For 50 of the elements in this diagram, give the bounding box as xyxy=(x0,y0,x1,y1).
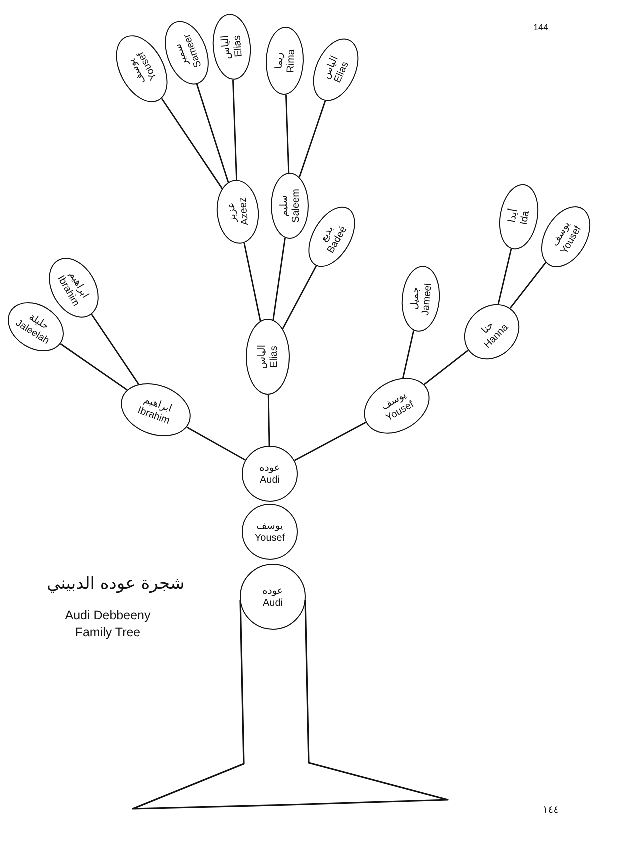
english-name: Ida xyxy=(518,210,533,226)
branch-line xyxy=(272,238,286,320)
name-oval xyxy=(271,173,309,239)
page-number: ١٤٤ xyxy=(542,804,560,818)
branch-line xyxy=(402,330,415,378)
arabic-name: الياس xyxy=(218,34,234,60)
english-name: Audi xyxy=(260,474,280,486)
name-circle xyxy=(242,504,298,560)
branch-line xyxy=(294,422,367,462)
english-name: Yousef xyxy=(254,532,286,544)
subtitle: Audi Debbeeny Family Tree xyxy=(64,608,152,640)
name-oval xyxy=(210,12,254,82)
name-oval xyxy=(399,264,443,334)
english-name: Elias xyxy=(232,35,246,58)
arabic-name: عوده xyxy=(260,462,280,474)
arabic-name: ريما xyxy=(272,52,286,70)
english-name: Saleem xyxy=(290,189,302,223)
arabic-name: يوسف xyxy=(256,520,284,532)
arabic-name: الياس xyxy=(256,344,268,370)
branch-line xyxy=(268,394,270,446)
name-oval xyxy=(246,319,290,395)
branch-line xyxy=(424,350,469,386)
page-number: 144 xyxy=(533,22,549,34)
branch-line xyxy=(286,94,290,174)
name-circle xyxy=(240,564,306,630)
branch-line xyxy=(161,98,223,190)
branch-line xyxy=(282,266,318,330)
title: شجرة عوده الدبيني xyxy=(47,573,185,595)
branch-line xyxy=(186,426,246,461)
branch-line xyxy=(232,80,238,180)
name-circle xyxy=(242,446,298,502)
branch-line xyxy=(91,314,140,385)
branch-line xyxy=(498,248,512,305)
name-oval xyxy=(264,26,306,96)
branch-line xyxy=(244,242,262,322)
name-oval xyxy=(214,178,262,246)
arabic-name: عزيز xyxy=(224,202,240,223)
arabic-name: أيدا xyxy=(506,208,520,224)
branch-line xyxy=(298,100,326,178)
branch-line xyxy=(510,262,547,309)
english-name: Audi xyxy=(262,598,283,610)
english-name: Elias xyxy=(268,346,280,368)
branch-line xyxy=(60,343,128,391)
arabic-name: عوده xyxy=(262,584,284,598)
english-name: Rima xyxy=(285,49,298,74)
branch-line xyxy=(196,84,230,183)
arabic-name: سليم xyxy=(278,195,290,217)
english-name: Azeez xyxy=(237,197,252,226)
english-name: Jameel xyxy=(420,282,435,316)
arabic-name: جميل xyxy=(408,286,422,310)
